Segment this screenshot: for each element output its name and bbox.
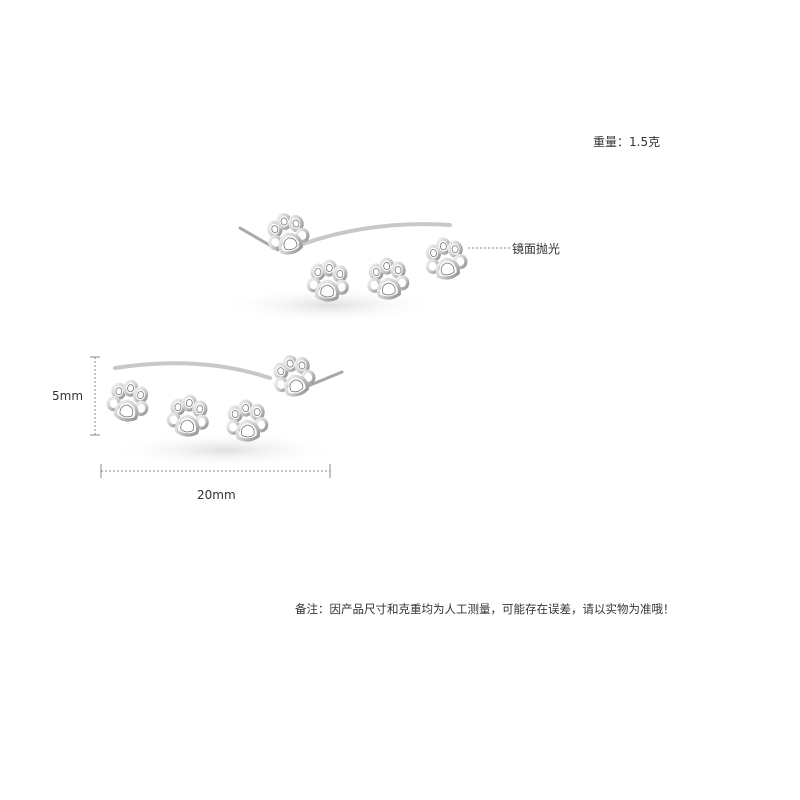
- height-dimension-label: 5mm: [52, 389, 84, 403]
- weight-label: 重量：1.5克: [593, 135, 661, 149]
- earring-top: [220, 208, 470, 323]
- earring-top-shadow: [220, 287, 440, 323]
- earring-bottom-paw-2: [165, 392, 211, 439]
- width-dimension-label: 20mm: [197, 488, 236, 502]
- earring-bottom-shadow: [110, 432, 340, 468]
- earring-bottom-bar: [113, 361, 272, 380]
- earring-bottom-paw-1: [104, 376, 153, 425]
- earring-top-paw-4: [421, 234, 470, 283]
- earring-top-paw-1: [261, 208, 313, 260]
- height-dimension: [90, 356, 100, 436]
- earring-bottom-paw-4: [267, 350, 319, 402]
- measurement-note: 备注：因产品尺寸和克重均为人工测量，可能存在误差，请以实物为准哦！: [295, 602, 675, 616]
- earring-bottom-post: [306, 370, 344, 388]
- finish-label: 镜面抛光: [512, 242, 561, 256]
- earring-bottom: [104, 350, 344, 468]
- width-dimension: [100, 464, 331, 478]
- earring-top-bar: [298, 222, 452, 247]
